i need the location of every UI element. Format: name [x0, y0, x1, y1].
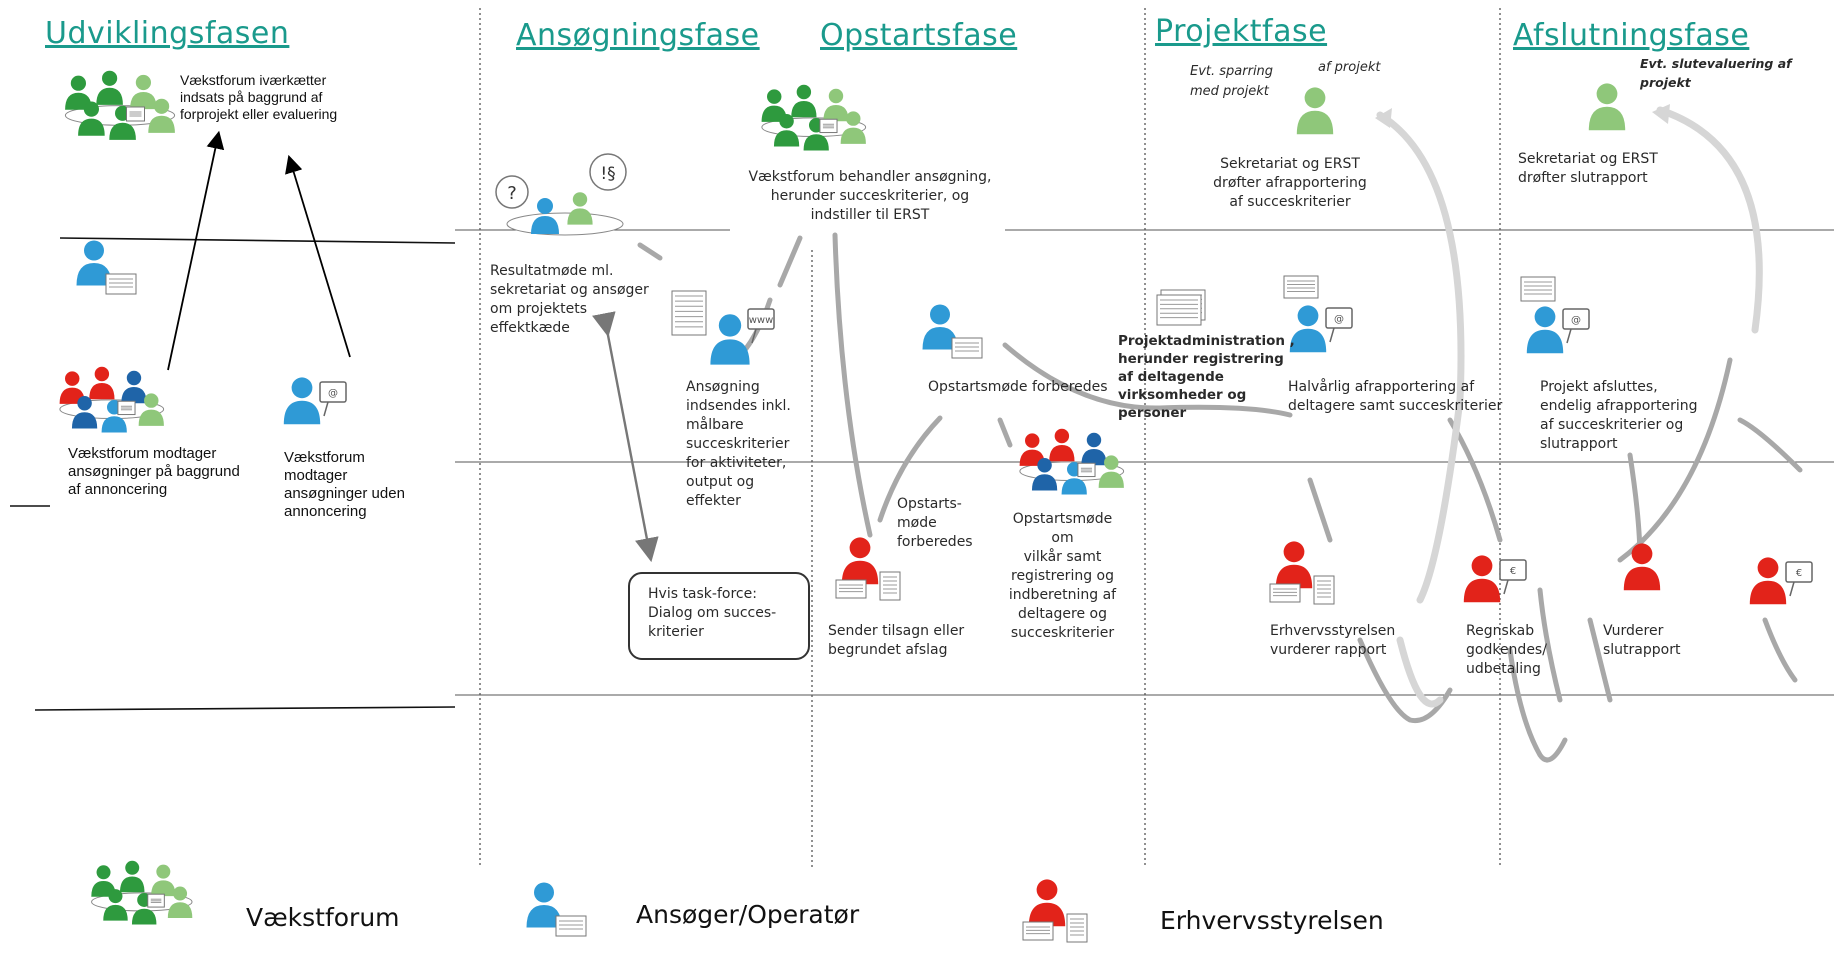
- vf-receives-no-ads-text: Vækstforum modtager ansøgninger uden ann…: [284, 449, 405, 520]
- admin-text: Projektadministration , herunder registr…: [1118, 333, 1295, 421]
- half-year-text: Halvårlig afrapportering af deltagere sa…: [1288, 379, 1503, 414]
- secretariat-person-icon: [1296, 87, 1334, 135]
- project-ends-icon: @: [1520, 276, 1590, 354]
- meeting-terms-text: Opstartsmøde om vilkår samt registrering…: [1008, 511, 1117, 641]
- phase-title-projekt[interactable]: Projektfase: [1155, 14, 1328, 49]
- meeting-prepared-short-text: Opstarts- møde forberedes: [897, 496, 973, 550]
- start-meeting-group-icon: [1019, 428, 1125, 495]
- vaekstforum-review-icon: [761, 84, 867, 151]
- application-docs-icon: www: [671, 290, 775, 365]
- legend-vaekstforum-label: Vækstforum: [246, 903, 400, 932]
- svg-text:€: €: [1510, 566, 1516, 577]
- applicant-icon: [76, 240, 137, 295]
- svg-text:@: @: [1334, 314, 1344, 325]
- svg-text:@: @: [1571, 315, 1581, 326]
- svg-text:!§: !§: [600, 164, 615, 184]
- mixed-group-icon: [59, 366, 165, 433]
- project-ends-text: Projekt afsluttes, endelig afrapporterin…: [1540, 379, 1698, 452]
- vf-initiates-text: Vækstforum iværkætter indsats på baggrun…: [180, 72, 338, 122]
- accounts-icon: €: [1463, 555, 1527, 603]
- erst-evaluates-text: Erhvervsstyrelsen vurderer rapport: [1270, 623, 1396, 658]
- secretariat-final-text: Sekretariat og ERST drøfter slutrapport: [1518, 151, 1658, 186]
- legend-erst-icon: [1022, 879, 1088, 943]
- erst-evaluates-icon: [1269, 541, 1335, 605]
- phase-title-afslutning[interactable]: Afslutningsfase: [1513, 18, 1750, 53]
- result-meeting-icon: ? !§: [495, 153, 627, 236]
- evaluates-final-icon: [1623, 543, 1661, 591]
- sends-approval-text: Sender tilsagn eller begrundet afslag: [828, 623, 965, 658]
- vf-receives-ads-text: Vækstforum modtager ansøgninger på baggr…: [68, 445, 240, 498]
- evaluation-text: Evt. slutevaluering af projekt: [1640, 56, 1792, 90]
- phase-title-ansoegning[interactable]: Ansøgningsfase: [516, 18, 760, 53]
- svg-text:www: www: [749, 315, 774, 326]
- legend-erst-label: Erhvervsstyrelsen: [1160, 906, 1384, 935]
- legend-vaekstforum-icon: [91, 860, 193, 925]
- sparring-text: Evt. sparring med projekt: [1190, 64, 1274, 99]
- legend-ansoeger-label: Ansøger/Operatør: [636, 900, 860, 929]
- vaekstforum-group-icon: [64, 70, 176, 140]
- erst-computer-icon: €: [1749, 557, 1813, 605]
- taskforce-box: [628, 572, 810, 660]
- legend-ansoeger-icon: [526, 882, 587, 937]
- vf-processes-text: Vækstforum behandler ansøgning, herunder…: [748, 169, 992, 223]
- application-sent-text: Ansøgning indsendes inkl. målbare succes…: [686, 379, 791, 509]
- result-meeting-text: Resultatmøde ml. sekretariat og ansøger …: [490, 263, 649, 336]
- of-project-text: af projekt: [1318, 60, 1381, 75]
- phase-title-udvikling[interactable]: Udviklingsfasen: [45, 16, 290, 51]
- svg-text:€: €: [1796, 568, 1802, 579]
- accounts-text: Regnskab godkendes/ udbetaling: [1466, 623, 1547, 677]
- applicant-computer-icon: @: [283, 377, 347, 425]
- applicant-prepares-icon: [922, 304, 983, 359]
- half-year-icon: @: [1283, 275, 1353, 353]
- secretariat-discuss-text: Sekretariat og ERST drøfter afrapporteri…: [1213, 156, 1367, 210]
- taskforce-text: Hvis task-force: Dialog om succes- krite…: [648, 586, 777, 640]
- meeting-prepared-text: Opstartsmøde forberedes: [928, 379, 1108, 395]
- admin-docs-icon: [1156, 289, 1206, 326]
- phase-title-opstart[interactable]: Opstartsfase: [820, 18, 1018, 53]
- evaluates-final-text: Vurderer slutrapport: [1603, 623, 1681, 658]
- secretariat-final-person-icon: [1588, 83, 1626, 131]
- svg-text:?: ?: [507, 183, 517, 204]
- svg-text:@: @: [328, 388, 338, 399]
- erst-sends-icon: [835, 537, 901, 601]
